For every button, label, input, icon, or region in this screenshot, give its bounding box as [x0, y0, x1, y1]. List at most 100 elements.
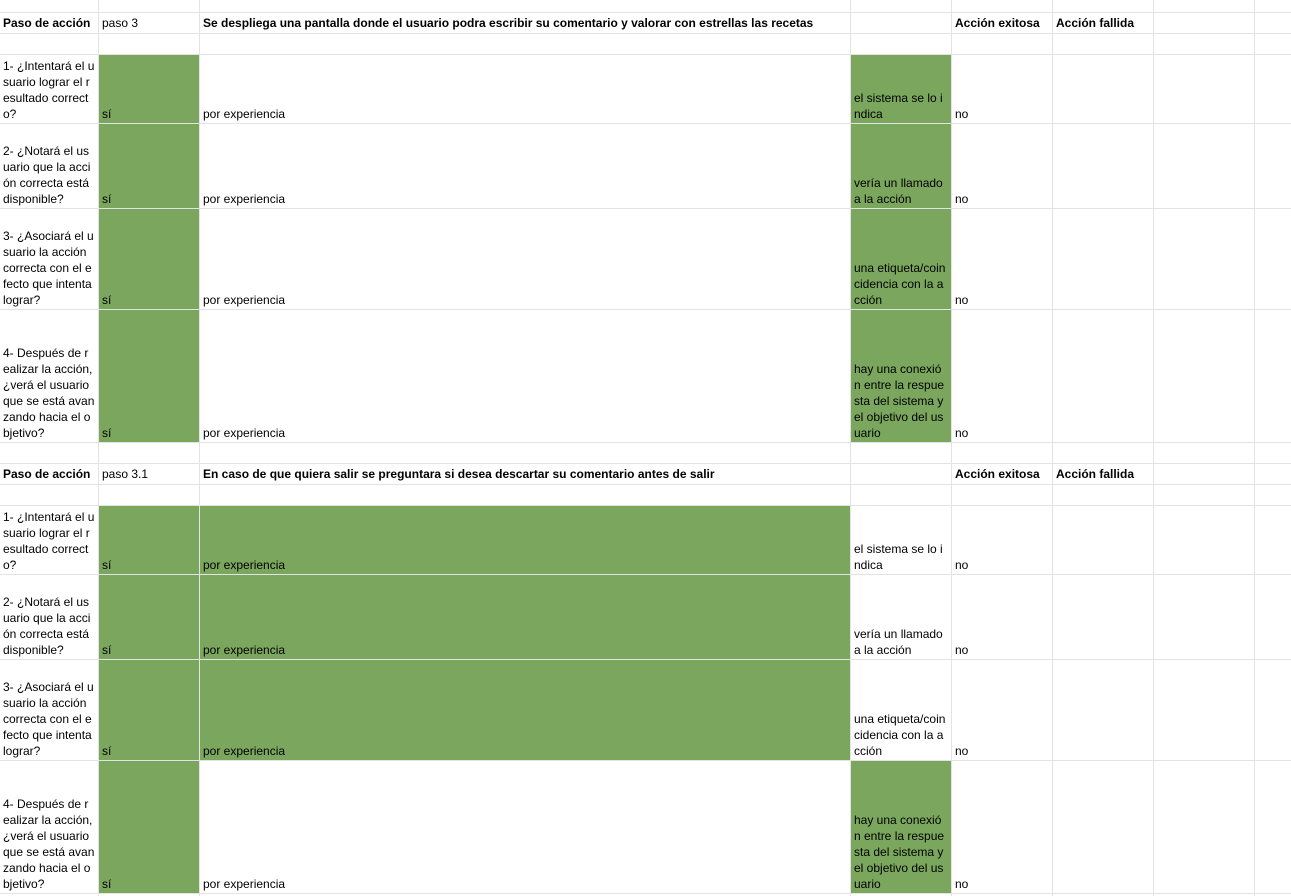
reason-cell[interactable]: por experiencia — [200, 124, 850, 208]
failure-cell[interactable]: no — [952, 124, 1052, 208]
gridline — [0, 463, 1291, 464]
step-label-cell[interactable]: Paso de acción — [0, 13, 98, 33]
answer-cell[interactable]: sí — [99, 761, 199, 893]
reason-cell[interactable]: por experiencia — [200, 506, 850, 574]
success-header-cell[interactable]: Acción exitosa — [952, 13, 1052, 33]
gridline — [0, 574, 1291, 575]
success-text: el sistema se lo indica — [854, 91, 943, 121]
answer-text: sí — [102, 877, 112, 891]
question-cell[interactable]: 2- ¿Notará el usuario que la acción corr… — [0, 124, 98, 208]
step-label-cell[interactable]: Paso de acción — [0, 464, 98, 484]
failure-cell[interactable]: no — [952, 506, 1052, 574]
reason-text: por experiencia — [203, 192, 286, 206]
failure-text: no — [955, 192, 969, 206]
success-cell[interactable]: hay una conexión entre la respuesta del … — [851, 761, 951, 893]
answer-text: sí — [102, 107, 112, 121]
reason-text: por experiencia — [203, 293, 286, 307]
question-text: 4- Después de realizar la acción, ¿verá … — [3, 346, 95, 440]
answer-text: sí — [102, 558, 112, 572]
step-description: En caso de que quiera salir se preguntar… — [203, 466, 715, 481]
answer-text: sí — [102, 744, 112, 758]
question-text: 2- ¿Notará el usuario que la acción corr… — [3, 144, 91, 206]
success-cell[interactable]: una etiqueta/coincidencia con la acción — [851, 660, 951, 760]
answer-cell[interactable]: sí — [99, 575, 199, 659]
gridline — [0, 442, 1291, 443]
step-number: paso 3 — [102, 15, 139, 30]
failure-cell[interactable]: no — [952, 761, 1052, 893]
success-text: vería un llamado a la acción — [854, 627, 943, 657]
question-text: 4- Después de realizar la acción, ¿verá … — [3, 797, 95, 891]
question-cell[interactable]: 3- ¿Asociará el usuario la acción correc… — [0, 209, 98, 309]
gridline — [0, 760, 1291, 761]
question-text: 3- ¿Asociará el usuario la acción correc… — [3, 229, 94, 307]
gridline — [0, 893, 1291, 894]
success-cell[interactable]: el sistema se lo indica — [851, 55, 951, 123]
success-cell[interactable]: hay una conexión entre la respuesta del … — [851, 310, 951, 442]
success-cell[interactable]: vería un llamado a la acción — [851, 575, 951, 659]
failure-text: no — [955, 643, 969, 657]
question-cell[interactable]: 2- ¿Notará el usuario que la acción corr… — [0, 575, 98, 659]
gridline — [0, 309, 1291, 310]
step-description-cell[interactable]: En caso de que quiera salir se preguntar… — [200, 464, 850, 484]
failure-text: no — [955, 744, 969, 758]
step-number: paso 3.1 — [102, 466, 149, 481]
gridline — [0, 484, 1291, 485]
failure-header: Acción fallida — [1056, 466, 1135, 481]
reason-text: por experiencia — [203, 643, 286, 657]
success-text: el sistema se lo indica — [854, 542, 943, 572]
failure-text: no — [955, 426, 969, 440]
gridline — [199, 0, 200, 896]
failure-header-cell[interactable]: Acción fallida — [1053, 13, 1153, 33]
question-cell[interactable]: 3- ¿Asociará el usuario la acción correc… — [0, 660, 98, 760]
failure-cell[interactable]: no — [952, 55, 1052, 123]
failure-cell[interactable]: no — [952, 575, 1052, 659]
gridline — [1153, 0, 1154, 896]
success-cell[interactable]: el sistema se lo indica — [851, 506, 951, 574]
failure-header-cell[interactable]: Acción fallida — [1053, 464, 1153, 484]
gridline — [0, 208, 1291, 209]
question-text: 1- ¿Intentará el usuario lograr el resul… — [3, 59, 95, 121]
reason-cell[interactable]: por experiencia — [200, 55, 850, 123]
reason-cell[interactable]: por experiencia — [200, 660, 850, 760]
answer-cell[interactable]: sí — [99, 124, 199, 208]
step-number-cell[interactable]: paso 3.1 — [99, 464, 199, 484]
answer-text: sí — [102, 192, 112, 206]
success-cell[interactable]: una etiqueta/coincidencia con la acción — [851, 209, 951, 309]
step-number-cell[interactable]: paso 3 — [99, 13, 199, 33]
success-cell[interactable]: vería un llamado a la acción — [851, 124, 951, 208]
question-cell[interactable]: 4- Después de realizar la acción, ¿verá … — [0, 310, 98, 442]
success-text: una etiqueta/coincidencia con la acción — [854, 712, 946, 758]
reason-cell[interactable]: por experiencia — [200, 575, 850, 659]
answer-cell[interactable]: sí — [99, 506, 199, 574]
answer-cell[interactable]: sí — [99, 660, 199, 760]
answer-cell[interactable]: sí — [99, 209, 199, 309]
failure-text: no — [955, 877, 969, 891]
success-text: una etiqueta/coincidencia con la acción — [854, 261, 946, 307]
answer-cell[interactable]: sí — [99, 55, 199, 123]
step-label: Paso de acción — [3, 466, 91, 481]
gridline — [0, 505, 1291, 506]
failure-cell[interactable]: no — [952, 310, 1052, 442]
answer-cell[interactable]: sí — [99, 310, 199, 442]
failure-cell[interactable]: no — [952, 660, 1052, 760]
step-description-cell[interactable]: Se despliega una pantalla donde el usuar… — [200, 13, 850, 33]
reason-cell[interactable]: por experiencia — [200, 761, 850, 893]
reason-text: por experiencia — [203, 426, 286, 440]
question-text: 2- ¿Notará el usuario que la acción corr… — [3, 595, 91, 657]
gridline — [0, 54, 1291, 55]
reason-cell[interactable]: por experiencia — [200, 209, 850, 309]
success-header-cell[interactable]: Acción exitosa — [952, 464, 1052, 484]
question-cell[interactable]: 1- ¿Intentará el usuario lograr el resul… — [0, 55, 98, 123]
failure-text: no — [955, 558, 969, 572]
failure-text: no — [955, 107, 969, 121]
question-cell[interactable]: 4- Después de realizar la acción, ¿verá … — [0, 761, 98, 893]
question-cell[interactable]: 1- ¿Intentará el usuario lograr el resul… — [0, 506, 98, 574]
success-header: Acción exitosa — [955, 15, 1040, 30]
failure-cell[interactable]: no — [952, 209, 1052, 309]
success-header: Acción exitosa — [955, 466, 1040, 481]
reason-text: por experiencia — [203, 558, 286, 572]
failure-text: no — [955, 293, 969, 307]
success-text: hay una conexión entre la respuesta del … — [854, 362, 945, 440]
reason-cell[interactable]: por experiencia — [200, 310, 850, 442]
